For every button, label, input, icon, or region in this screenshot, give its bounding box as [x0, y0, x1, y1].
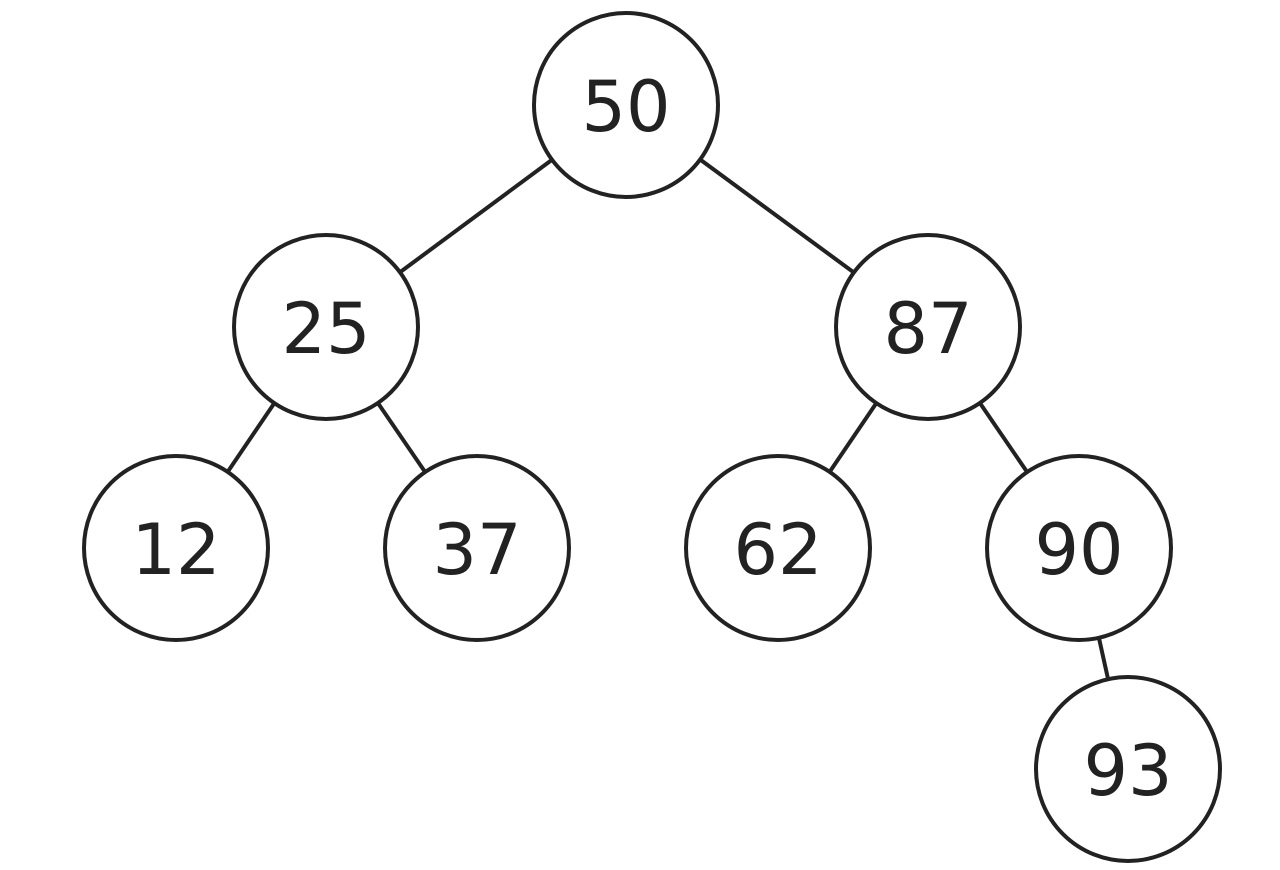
node-label: 25: [281, 288, 370, 370]
node-label: 50: [581, 66, 670, 148]
node-label: 93: [1083, 730, 1172, 812]
edge-n87-n90: [978, 401, 1029, 474]
edges-layer: [226, 157, 1111, 680]
node-circle: [1034, 675, 1222, 863]
node-circle: [985, 454, 1173, 642]
node-label: 62: [733, 509, 822, 591]
tree-node-50: 50: [532, 11, 720, 199]
node-label: 90: [1034, 509, 1123, 591]
node-label: 12: [131, 509, 220, 591]
edge-n25-n37: [376, 401, 427, 474]
edge-n90-n93: [1096, 637, 1111, 680]
node-circle: [383, 454, 571, 642]
nodes-layer: 50 25 87 12 37 62 90 93: [82, 11, 1222, 863]
node-circle: [232, 233, 420, 421]
node-circle: [684, 454, 872, 642]
tree-node-37: 37: [383, 454, 571, 642]
node-label: 87: [883, 288, 972, 370]
node-circle: [82, 454, 270, 642]
edge-n87-n62: [828, 401, 878, 474]
tree-node-12: 12: [82, 454, 270, 642]
edge-n25-n12: [226, 401, 276, 474]
edge-n50-n87: [698, 157, 856, 275]
node-circle: [834, 233, 1022, 421]
tree-node-62: 62: [684, 454, 872, 642]
edge-n50-n25: [398, 158, 554, 274]
tree-node-87: 87: [834, 233, 1022, 421]
node-circle: [532, 11, 720, 199]
node-label: 37: [432, 509, 521, 591]
tree-node-90: 90: [985, 454, 1173, 642]
tree-node-93: 93: [1034, 675, 1222, 863]
tree-node-25: 25: [232, 233, 420, 421]
